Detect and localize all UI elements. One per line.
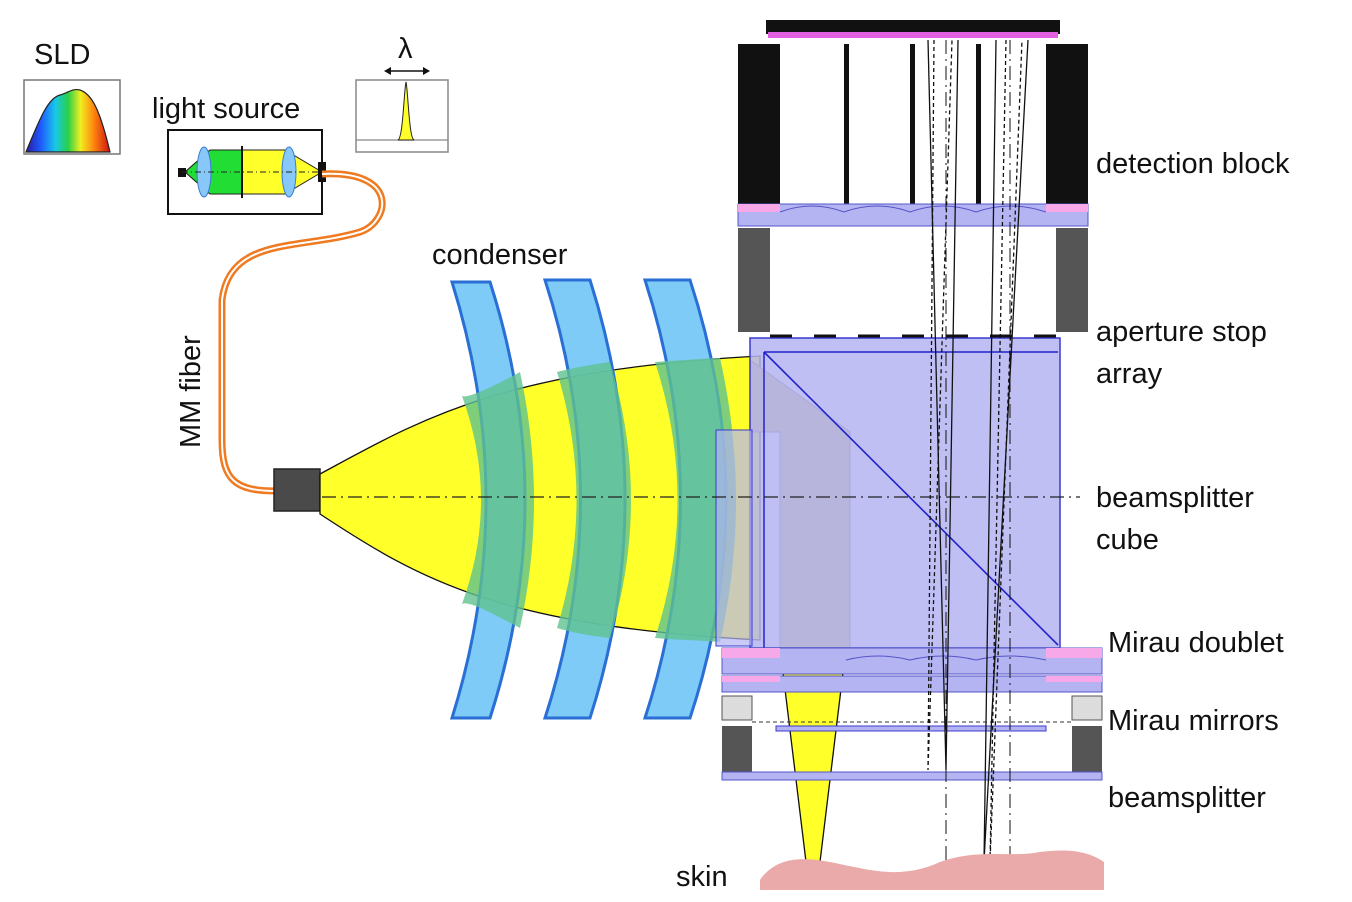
label-aperture-array: array (1096, 358, 1163, 390)
detection-block (737, 20, 1089, 338)
label-condenser: condenser (432, 239, 568, 271)
label-beamsplitter-cube-1: beamsplitter (1096, 482, 1254, 514)
label-light-source: light source (152, 93, 300, 125)
label-aperture-stop: aperture stop (1096, 316, 1267, 348)
label-detection-block: detection block (1096, 148, 1290, 180)
label-skin: skin (676, 861, 728, 893)
label-beamsplitter-cube-2: cube (1096, 524, 1159, 556)
label-mm-fiber: MM fiber (175, 335, 207, 448)
label-sld: SLD (34, 39, 90, 71)
label-mirau-doublet: Mirau doublet (1108, 627, 1284, 659)
condenser-lenses (449, 278, 736, 720)
sld-spectrum-inset (23, 79, 121, 155)
label-lambda: λ (398, 33, 413, 65)
skin-surface (760, 850, 1104, 890)
label-mirau-mirrors: Mirau mirrors (1108, 705, 1279, 737)
light-source-box (167, 129, 326, 215)
beamsplitter-cube (715, 337, 1061, 649)
fiber-collimator (273, 468, 321, 512)
mm-fiber (218, 170, 386, 495)
mirau-assembly (721, 647, 1103, 781)
label-beamsplitter: beamsplitter (1108, 782, 1266, 814)
lambda-spectrum-inset (355, 67, 449, 153)
